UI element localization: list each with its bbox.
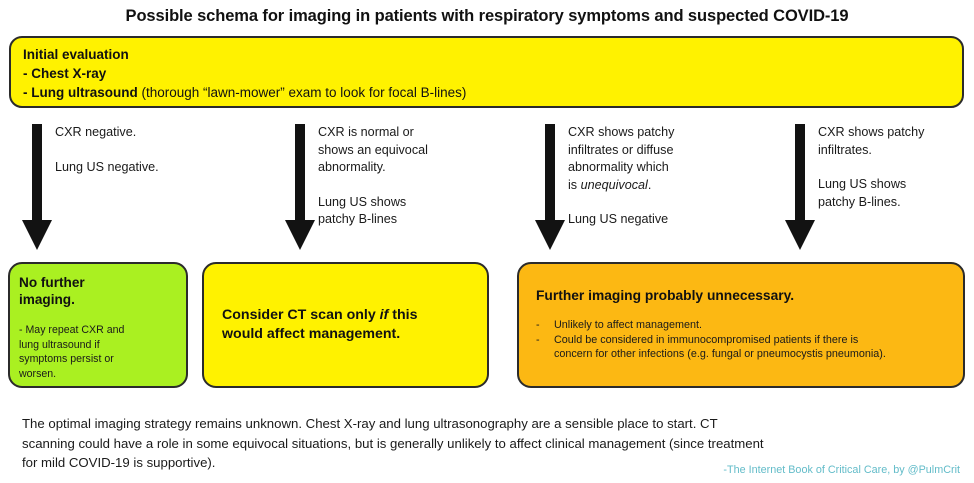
footer-line-2: scanning could have a role in some equiv… <box>22 435 764 451</box>
down-arrow-icon <box>22 124 52 250</box>
bullet-dash-icon: - <box>536 333 540 346</box>
outcome-green-body-line-2: lung ultrasound if <box>19 338 100 351</box>
outcome-orange-bullet-2-line-1: Could be considered in immunocompromised… <box>554 333 859 346</box>
branch-1-us-finding: Lung US negative. <box>55 159 159 174</box>
outcome-yellow-prefix: Consider CT scan only <box>222 307 380 323</box>
branch-2-findings: CXR is normal or shows an equivocal abno… <box>318 124 508 229</box>
outcome-orange-bullet-2: - Could be considered in immunocompromis… <box>536 333 949 362</box>
outcome-green-heading: No further imaging. <box>19 274 177 308</box>
outcome-box-further-imaging-unnecessary: Further imaging probably unnecessary. - … <box>517 262 965 388</box>
outcome-orange-bullet-2-line-2: concern for other infections (e.g. funga… <box>554 348 886 360</box>
arrow-head <box>285 220 315 250</box>
outcome-orange-bullet-1: - Unlikely to affect management. <box>536 318 949 333</box>
branch-3-cxr-line-4-prefix: is <box>568 177 581 192</box>
branch-4-cxr-line-1: CXR shows patchy <box>818 125 925 139</box>
branch-2-us-line-2: patchy B-lines <box>318 212 398 226</box>
outcome-yellow-heading-line-2: would affect management. <box>222 326 401 342</box>
outcome-green-body-line-4: worsen. <box>19 367 57 380</box>
arrow-shaft <box>545 124 555 223</box>
branch-3-cxr-line-1: CXR shows patchy <box>568 125 675 139</box>
arrow-head <box>22 220 52 250</box>
arrow-shaft <box>295 124 305 223</box>
branch-4-findings: CXR shows patchy infiltrates. Lung US sh… <box>818 124 974 211</box>
branch-3-us-finding: Lung US negative <box>568 212 669 226</box>
down-arrow-icon <box>785 124 815 250</box>
footer-line-1: The optimal imaging strategy remains unk… <box>22 416 718 431</box>
outcome-green-body-line-1: - May repeat CXR and <box>19 324 125 336</box>
lung-ultrasound-label: - Lung ultrasound <box>23 85 138 100</box>
branch-2-us-line-1: Lung US shows <box>318 194 407 209</box>
branch-2-cxr-line-3: abnormality. <box>318 160 386 174</box>
footer-line-3: for mild COVID-19 is supportive). <box>22 455 216 470</box>
branch-4-cxr-line-2: infiltrates. <box>818 142 872 157</box>
outcome-orange-heading: Further imaging probably unnecessary. <box>536 288 795 303</box>
branch-3-cxr-line-2: infiltrates or diffuse <box>568 142 674 157</box>
arrow-shaft <box>32 124 42 223</box>
outcome-orange-bullet-1-text: Unlikely to affect management. <box>554 319 703 331</box>
lung-ultrasound-note: (thorough “lawn-mower” exam to look for … <box>137 85 467 100</box>
branch-4-us-line-1: Lung US shows <box>818 177 907 191</box>
arrow-head <box>535 220 565 250</box>
outcome-orange-bullets: - Unlikely to affect management. - Could… <box>536 318 949 362</box>
branch-3-cxr-line-3: abnormality which <box>568 160 669 174</box>
initial-evaluation-box: Initial evaluation - Chest X-ray - Lung … <box>9 36 964 108</box>
spacer <box>818 159 974 176</box>
chest-xray-label: - Chest X-ray <box>23 66 107 81</box>
arrow-head <box>785 220 815 250</box>
arrow-shaft <box>795 124 805 223</box>
spacer <box>318 177 508 194</box>
attribution-credit: -The Internet Book of Critical Care, by … <box>723 464 960 476</box>
outcome-orange-bullet-2-text: Could be considered in immunocompromised… <box>554 333 949 362</box>
branch-2-cxr-line-1: CXR is normal or <box>318 125 414 139</box>
branch-2-cxr-line-2: shows an equivocal <box>318 142 428 157</box>
bullet-dash-icon: - <box>536 319 540 331</box>
outcome-green-body: - May repeat CXR and lung ultrasound if … <box>19 323 177 381</box>
outcome-yellow-heading-line-1: Consider CT scan only if this <box>222 306 418 325</box>
branch-3-cxr-line-4-suffix: . <box>647 177 652 192</box>
branch-3-cxr-line-4: is unequivocal. <box>568 177 768 195</box>
branch-3-cxr-line-4-emphasis: unequivocal <box>580 177 648 192</box>
outcome-green-heading-line-1: No further <box>19 275 85 290</box>
branch-1-cxr-finding: CXR negative. <box>55 125 137 139</box>
branch-1-findings: CXR negative. Lung US negative. <box>55 124 255 176</box>
outcome-box-no-further-imaging: No further imaging. - May repeat CXR and… <box>8 262 188 388</box>
outcome-yellow-heading: Consider CT scan only if this would affe… <box>222 306 418 344</box>
initial-evaluation-item-lung-ultrasound: - Lung ultrasound (thorough “lawn-mower”… <box>23 83 962 102</box>
outcome-box-consider-ct: Consider CT scan only if this would affe… <box>202 262 489 388</box>
spacer <box>55 142 255 159</box>
outcome-green-heading-line-2: imaging. <box>19 292 75 307</box>
spacer <box>568 194 768 211</box>
outcome-yellow-emphasis: if <box>379 307 389 323</box>
branch-4-us-line-2: patchy B-lines. <box>818 194 901 209</box>
outcome-green-body-line-3: symptoms persist or <box>19 353 114 365</box>
initial-evaluation-heading: Initial evaluation <box>23 47 129 62</box>
footer-note: The optimal imaging strategy remains unk… <box>22 414 952 473</box>
outcome-yellow-suffix: this <box>388 307 418 323</box>
down-arrow-icon <box>285 124 315 250</box>
down-arrow-icon <box>535 124 565 250</box>
branch-3-findings: CXR shows patchy infiltrates or diffuse … <box>568 124 768 229</box>
initial-evaluation-item-chest-xray: - Chest X-ray <box>23 64 962 83</box>
page-title: Possible schema for imaging in patients … <box>125 7 849 25</box>
